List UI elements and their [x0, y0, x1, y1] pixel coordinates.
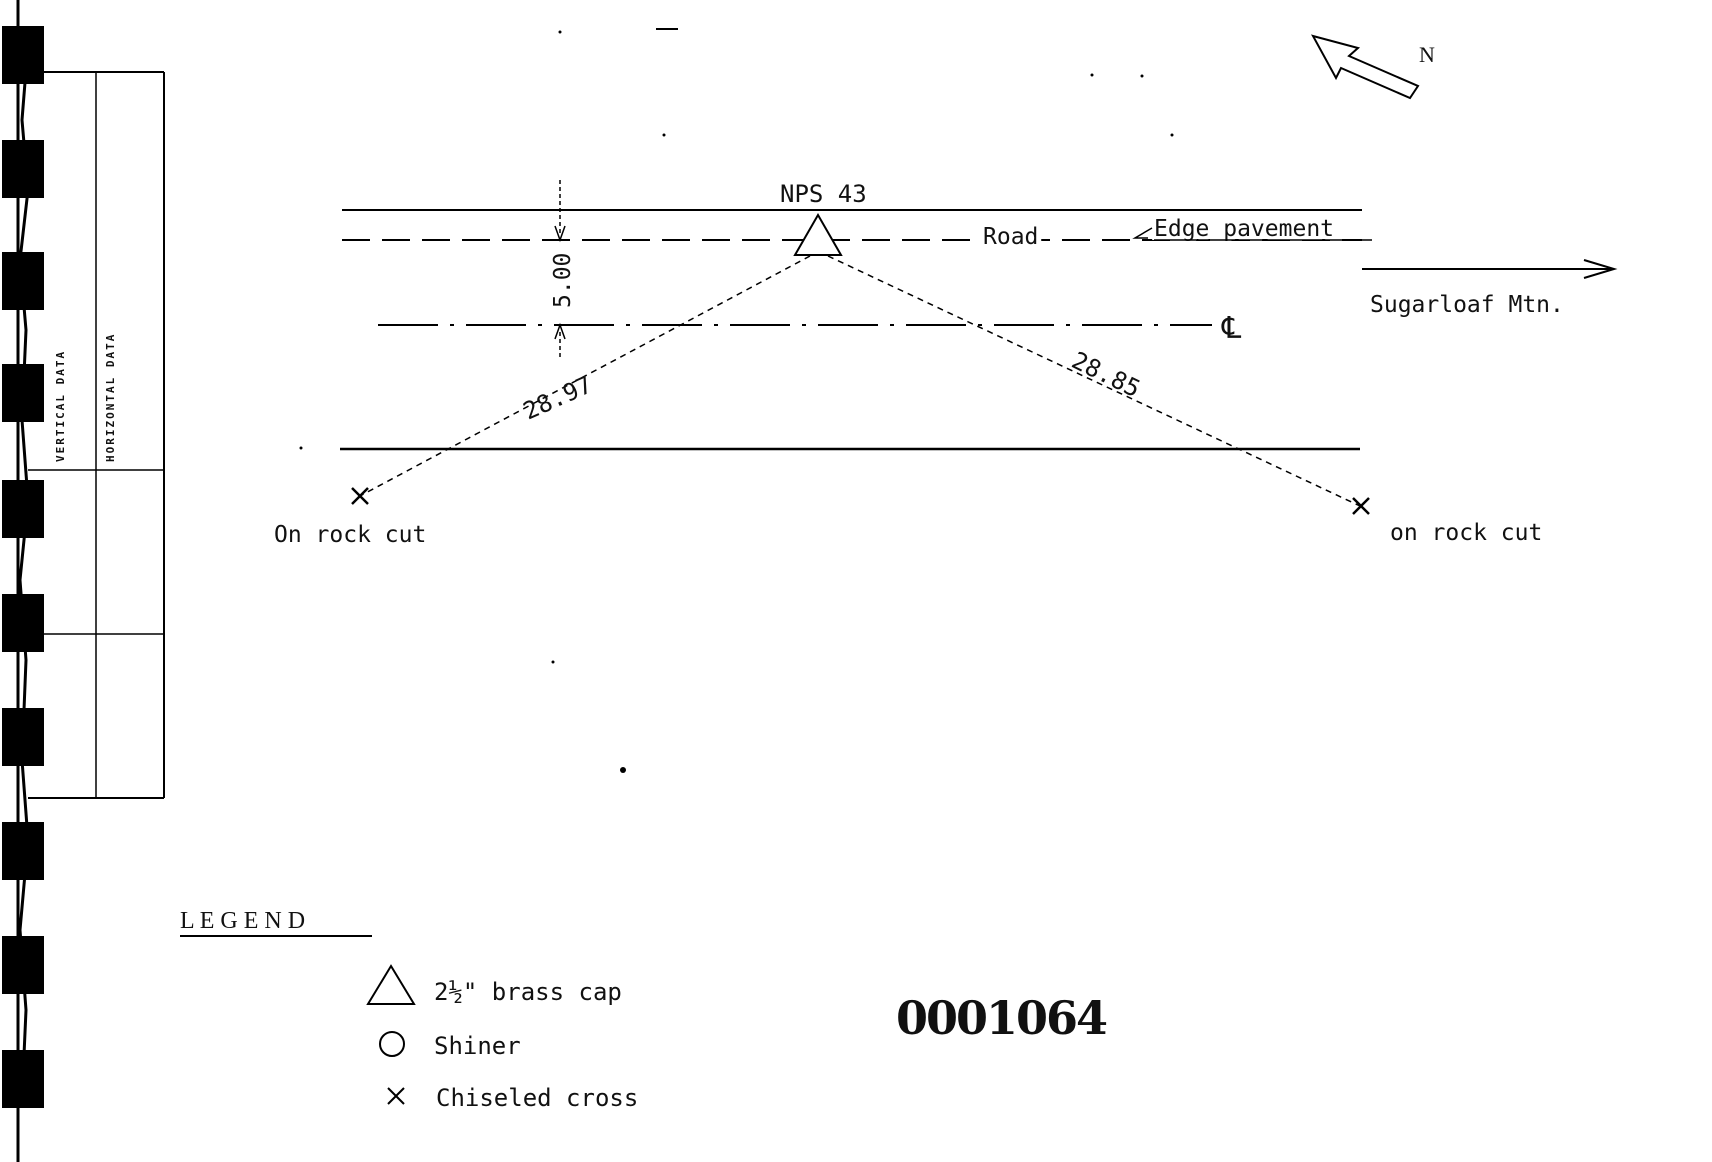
offset-dimension [554, 180, 566, 360]
centerline-symbol: ℄ [1221, 312, 1242, 345]
rock-cut-left-label: On rock cut [274, 522, 426, 548]
data-box: VERTICAL DATA HORIZONTAL DATA [28, 71, 165, 799]
north-arrow-icon [1311, 34, 1420, 100]
legend-item-chiseled-cross: Chiseled cross [436, 1084, 638, 1112]
north-label: N [1419, 42, 1435, 67]
scan-specks [299, 28, 1174, 773]
edge-pavement-label: Edge pavement [1154, 216, 1334, 242]
binder-edge [2, 0, 44, 1162]
horizontal-data-label: HORIZONTAL DATA [104, 333, 117, 462]
direction-arrow-icon [1362, 259, 1618, 279]
road-lines [340, 209, 1362, 451]
distance-right-label: 28.85 [1067, 346, 1144, 403]
legend-circle-icon [379, 1031, 405, 1057]
legend-cross-icon [387, 1087, 405, 1105]
rock-cut-right-label: on rock cut [1390, 520, 1542, 546]
vertical-data-label: VERTICAL DATA [54, 350, 67, 462]
legend-triangle-icon [366, 964, 416, 1005]
chiseled-cross-right-icon [1352, 497, 1370, 515]
stamp-number: 0001064 [896, 991, 1107, 1045]
legend-item-brass-cap: 2½" brass cap [434, 978, 622, 1006]
brass-cap-triangle-icon [793, 212, 843, 256]
chiseled-cross-left-icon [351, 487, 369, 505]
tie-lines [359, 255, 1361, 507]
offset-label: 5.00 [550, 253, 576, 308]
legend-title: L E G E N D [180, 908, 305, 934]
station-name: NPS 43 [780, 180, 867, 208]
distance-left-label: 28.97 [519, 371, 596, 426]
road-label: Road [983, 224, 1038, 250]
legend-item-shiner: Shiner [434, 1032, 521, 1060]
sugarloaf-label: Sugarloaf Mtn. [1370, 292, 1564, 318]
